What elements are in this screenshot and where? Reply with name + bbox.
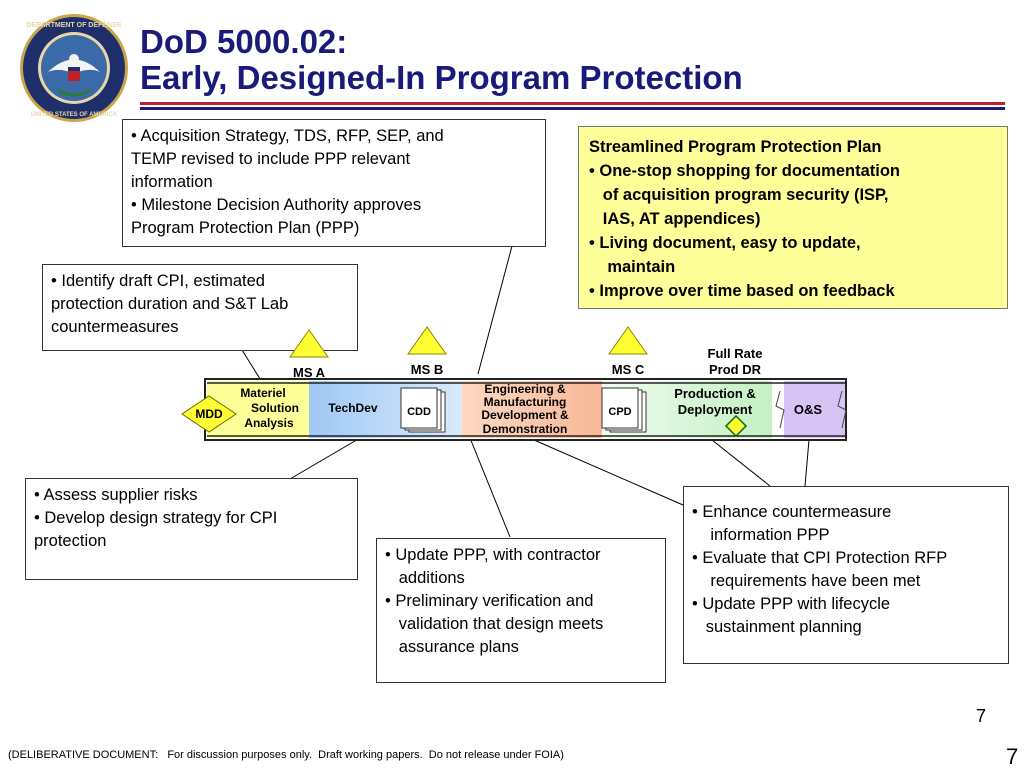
callout-line: Program Protection Plan (PPP) [131,219,360,237]
callout-line: assurance plans [385,638,519,656]
cdd-document-icon [400,387,446,433]
callout-line: countermeasures [51,318,179,336]
cpd-document-icon [601,387,647,433]
callout-line: • Update PPP, with contractor [385,546,601,564]
phase-materiel-line1: Materiel [240,386,286,400]
callout-line: protection duration and S&T Lab [51,295,289,313]
callout-line: requirements have been met [692,572,921,590]
ms-b-label: MS B [410,362,444,377]
callout-streamlined-ppp: Streamlined Program Protection Plan • On… [578,126,1008,309]
callout-line: • One-stop shopping for documentation [589,162,901,180]
frp-dr-label-line2: Prod DR [709,362,761,377]
callout-line: • Evaluate that CPI Protection RFP [692,549,948,567]
phase-emd-line1: Engineering & [484,382,566,396]
callout-line: • Enhance countermeasure [692,503,892,521]
dod-seal-icon: DEPARTMENT OF DEFENSE UNITED STATES OF A… [18,12,130,124]
phase-emd-line2: Manufacturing [483,395,567,409]
callout-line: • Update PPP with lifecycle [692,595,891,613]
callout-line: information [131,173,213,191]
frp-dr-label-line1: Full Rate [707,346,763,361]
phase-materiel-line2: Solution [251,401,299,415]
phase-emd-line4: Demonstration [482,422,568,436]
title-rule-red [140,102,1005,105]
callout-line: • Milestone Decision Authority approves [131,196,422,214]
phase-techdev-label: TechDev [328,401,378,415]
callout-line: • Improve over time based on feedback [589,282,895,300]
phase-emd [462,381,602,438]
ms-c-label: MS C [611,362,645,377]
page-number-inner: 7 [976,706,987,726]
callout-line: • Identify draft CPI, estimated [51,272,265,290]
callout-assess-supplier: • Assess supplier risks • Develop design… [25,478,358,580]
frp-diamond-icon [724,414,748,438]
cpd-label: CPD [608,406,632,418]
callout-line: • Assess supplier risks [34,486,198,504]
callout-acquisition-strategy: • Acquisition Strategy, TDS, RFP, SEP, a… [122,119,546,247]
phase-production-line2: Deployment [677,402,753,417]
callout-line: protection [34,532,107,550]
mdd-label: MDD [195,407,223,421]
callout-line: maintain [589,258,676,276]
callout-line: additions [385,569,465,587]
ms-b-triangle-icon [407,326,447,355]
callout-line: • Preliminary verification and [385,592,594,610]
page-title-line1: DoD 5000.02: [140,23,348,60]
ms-a-triangle-icon [289,329,329,358]
cdd-label: CDD [407,406,431,418]
callout-line: TEMP revised to include PPP relevant [131,150,411,168]
callout-line: of acquisition program security (ISP, [589,186,889,204]
page-number-outer: 7 [1006,744,1019,769]
callout-heading: Streamlined Program Protection Plan [589,138,882,156]
ms-c-triangle-icon [608,326,648,355]
callout-enhance-countermeasure: • Enhance countermeasure information PPP… [683,486,1009,664]
callout-line: sustainment planning [692,618,862,636]
callout-line: • Acquisition Strategy, TDS, RFP, SEP, a… [131,127,444,145]
callout-update-ppp: • Update PPP, with contractor additions … [376,538,666,683]
phase-production-line1: Production & [674,386,756,401]
callout-line: IAS, AT appendices) [589,210,761,228]
phase-os [784,381,845,438]
svg-text:DEPARTMENT OF DEFENSE: DEPARTMENT OF DEFENSE [27,22,122,29]
phase-os-label: O&S [793,402,823,417]
callout-line: • Develop design strategy for CPI [34,509,278,527]
mdd-diamond-icon [181,395,237,433]
footer-disclaimer: (DELIBERATIVE DOCUMENT: For discussion p… [8,749,564,761]
phase-emd-line3: Development & [481,408,569,422]
title-rule-blue [140,107,1005,110]
callout-line: validation that design meets [385,615,604,633]
callout-line: information PPP [692,526,830,544]
callout-line: • Living document, easy to update, [589,234,861,252]
svg-text:UNITED STATES OF AMERICA: UNITED STATES OF AMERICA [31,112,118,118]
ms-a-label: MS A [292,365,326,380]
page-title-line2: Early, Designed-In Program Protection [140,59,743,96]
phase-materiel-line3: Analysis [244,416,294,430]
